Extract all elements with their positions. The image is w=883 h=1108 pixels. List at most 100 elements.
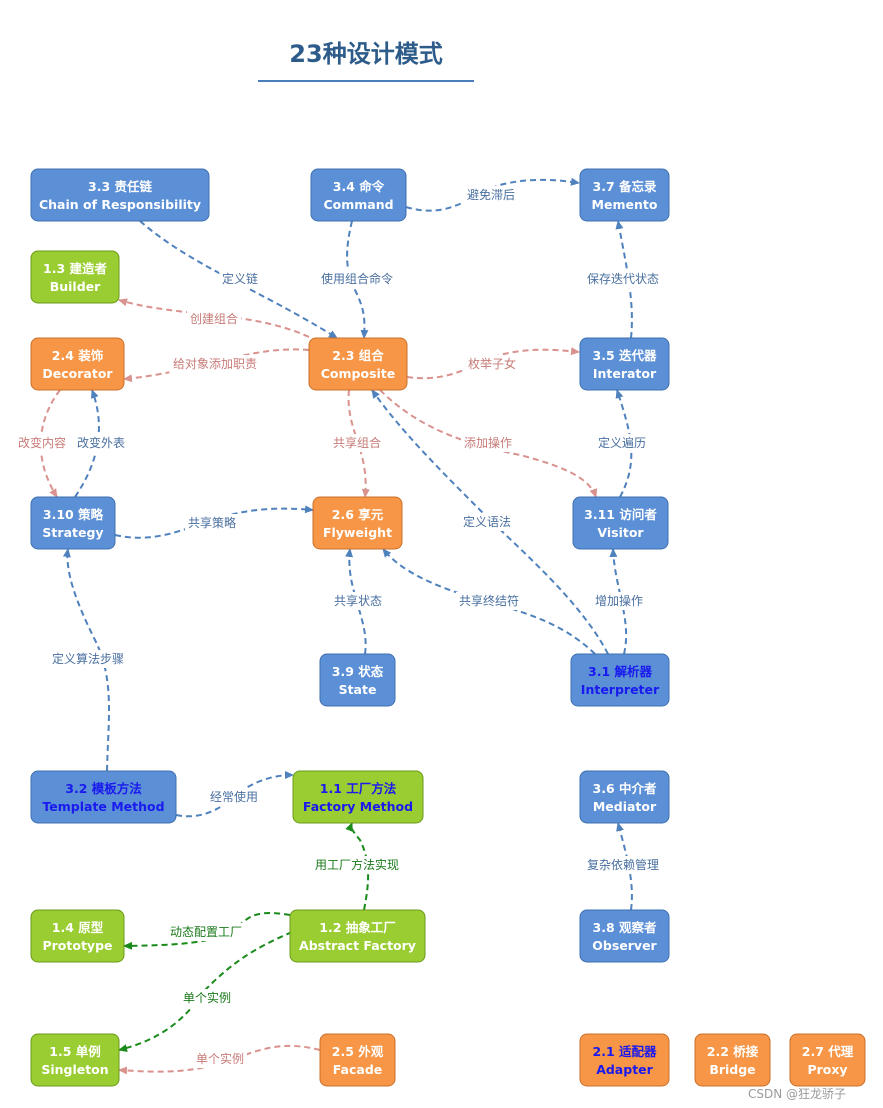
node-label-zh: 2.2 桥接 (707, 1044, 759, 1059)
edge-label-text: 定义语法 (463, 514, 511, 529)
edge-label-text: 定义遍历 (598, 435, 646, 450)
node-label-en: Factory Method (303, 799, 413, 814)
edge-label-visitor-to-iterator: 定义遍历 (595, 434, 649, 452)
edge-label-background (460, 513, 514, 531)
node-label-en: Observer (592, 938, 657, 953)
node-box (694, 1033, 771, 1087)
node-label-en: Proxy (807, 1062, 847, 1077)
edge-label-text: 单个实例 (183, 990, 231, 1005)
edge-label-background (207, 788, 261, 806)
edge-label-text: 改变外表 (77, 435, 125, 450)
node-label-zh: 3.5 迭代器 (593, 348, 657, 363)
edge-command-to-memento (405, 177, 580, 212)
edge-label-interpreter-to-flyweight: 共享终结符 (455, 592, 523, 610)
node-label-en: Composite (321, 366, 396, 381)
edge-strategy-to-decorator (74, 389, 100, 498)
node-box (310, 168, 407, 222)
edge-label-background (15, 434, 69, 452)
edge-label-background (465, 355, 519, 373)
edge-label-interpreter-to-visitor: 增加操作 (592, 592, 646, 610)
node-label-en: Singleton (41, 1062, 108, 1077)
edge-label-interpreter-to-composite: 定义语法 (460, 513, 514, 531)
node-label-en: Chain of Responsibility (39, 197, 201, 212)
watermark: CSDN @狂龙骄子 (748, 1087, 847, 1101)
node-label-en: Decorator (42, 366, 113, 381)
node-box (579, 770, 670, 824)
edge-label-iterator-to-memento: 保存迭代状态 (583, 270, 663, 288)
edge-label-background (185, 514, 239, 532)
edge-label-strategy-to-flyweight: 共享策略 (185, 514, 239, 532)
node-label-zh: 3.4 命令 (333, 179, 385, 194)
node-label-zh: 3.3 责任链 (88, 179, 152, 194)
node-label-en: Strategy (42, 525, 103, 540)
edge-label-background (330, 434, 384, 452)
edge-label-background (331, 592, 385, 610)
node-label-en: Interator (593, 366, 657, 381)
node-label-zh: 1.2 抽象工厂 (319, 920, 396, 935)
edge-labels-layer: 避免滞后定义链使用组合命令保存迭代状态创建组合给对象添加职责枚举子女改变内容改变… (15, 186, 663, 1068)
edge-label-text: 共享策略 (188, 515, 236, 530)
edge-label-background (317, 270, 397, 288)
node-box (579, 337, 670, 391)
edge-label-template-to-factorymethod: 经常使用 (207, 788, 261, 806)
node-cor: 3.3 责任链 Chain of Responsibility (30, 168, 210, 222)
node-box (30, 1033, 120, 1087)
node-label-zh: 3.2 模板方法 (65, 781, 142, 796)
node-label-zh: 1.3 建造者 (43, 261, 107, 276)
edge-label-text: 动态配置工厂 (170, 925, 242, 939)
edge-label-background (595, 434, 649, 452)
edge-label-text: 共享终结符 (459, 593, 519, 608)
edge-label-text: 增加操作 (595, 593, 643, 608)
node-box (292, 770, 424, 824)
title-underline (258, 80, 474, 82)
node-label-zh: 3.9 状态 (332, 664, 384, 679)
edge-label-background (180, 989, 234, 1007)
edge-composite-to-decorator (123, 348, 310, 383)
diagram-title: 23种设计模式 (289, 40, 443, 68)
node-box (30, 770, 177, 824)
node-box (30, 909, 125, 963)
edge-label-state-to-flyweight: 共享状态 (331, 592, 385, 610)
node-label-zh: 3.11 访问者 (584, 507, 657, 522)
edge-command-to-composite (346, 220, 369, 339)
edge-label-text: 复杂依赖管理 (587, 857, 659, 872)
edge-label-text: 避免滞后 (467, 187, 515, 202)
edge-label-background (169, 355, 261, 373)
node-strategy: 3.10 策略 Strategy (30, 496, 116, 550)
node-memento: 3.7 备忘录 Memento (579, 168, 670, 222)
edge-label-composite-to-decorator: 给对象添加职责 (169, 355, 261, 373)
node-label-en: Interpreter (581, 682, 660, 697)
edge-label-abstractfactory-to-prototype: 动态配置工厂 (166, 923, 246, 941)
edge-label-text: 枚举子女 (468, 356, 516, 371)
node-box (570, 653, 670, 707)
edge-label-abstractfactory-to-singleton: 单个实例 (180, 989, 234, 1007)
edge-label-composite-to-builder: 创建组合 (187, 310, 241, 328)
node-box (789, 1033, 866, 1087)
node-box (30, 168, 210, 222)
node-label-en: Memento (592, 197, 658, 212)
node-box (579, 909, 670, 963)
node-box (319, 1033, 396, 1087)
node-label-en: Abstract Factory (299, 938, 416, 953)
edge-label-command-to-composite: 使用组合命令 (317, 270, 397, 288)
edge-label-background (48, 650, 128, 668)
node-label-zh: 3.10 策略 (43, 507, 104, 522)
node-label-en: Template Method (42, 799, 164, 814)
node-label-zh: 3.7 备忘录 (593, 179, 657, 194)
node-box (319, 653, 396, 707)
edge-label-background (592, 592, 646, 610)
node-label-en: Adapter (596, 1062, 653, 1077)
node-box (312, 496, 403, 550)
edge-label-text: 单个实例 (196, 1051, 244, 1066)
